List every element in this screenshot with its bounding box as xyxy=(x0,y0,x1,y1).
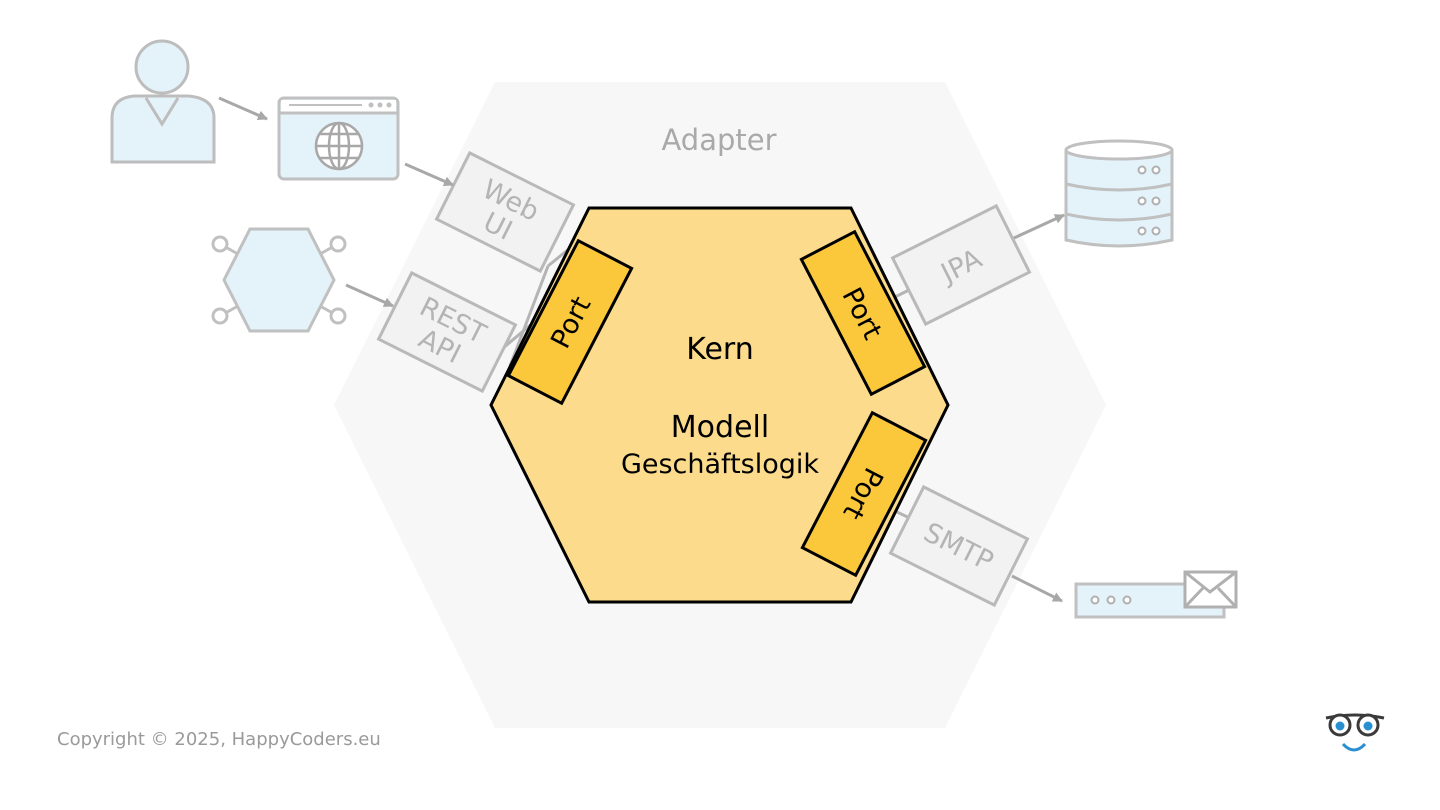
arrow-smtp-to-email xyxy=(1011,574,1063,603)
adapter-jpa: JPA xyxy=(890,203,1032,327)
arrow-user-to-browser xyxy=(218,96,268,121)
copyright-footer: Copyright © 2025, HappyCoders.eu xyxy=(57,729,381,750)
connector-webui-port-2 xyxy=(508,265,550,367)
core-model-label: Modell xyxy=(671,410,769,445)
arrow-jpa-to-database xyxy=(1013,213,1065,240)
database-icon xyxy=(1064,139,1174,248)
globe-icon xyxy=(314,121,364,171)
adapter-web-ui: Web UI xyxy=(434,150,576,274)
hexagon-system-icon xyxy=(211,227,347,333)
happycoders-logo-icon xyxy=(1325,713,1385,752)
arrow-system-to-rest xyxy=(345,283,394,308)
browser-globe-icon xyxy=(277,96,400,181)
adapter-layer-label: Adapter xyxy=(661,123,776,157)
arrow-browser-to-webui xyxy=(404,162,454,187)
core-title: Kern xyxy=(686,332,753,367)
user-icon xyxy=(110,39,216,164)
adapter-smtp: SMTP xyxy=(888,484,1030,608)
port-right-top: Port xyxy=(799,229,927,397)
port-left: Port xyxy=(506,238,634,406)
core-hexagon xyxy=(489,206,950,604)
adapter-rest-api: REST API xyxy=(376,270,518,394)
envelope-icon xyxy=(1183,570,1238,609)
core-business-logic-label: Geschäftslogik xyxy=(621,449,819,480)
email-icon xyxy=(1074,570,1238,619)
flow-arrows xyxy=(218,96,1065,603)
port-right-bottom: Port xyxy=(800,410,928,578)
